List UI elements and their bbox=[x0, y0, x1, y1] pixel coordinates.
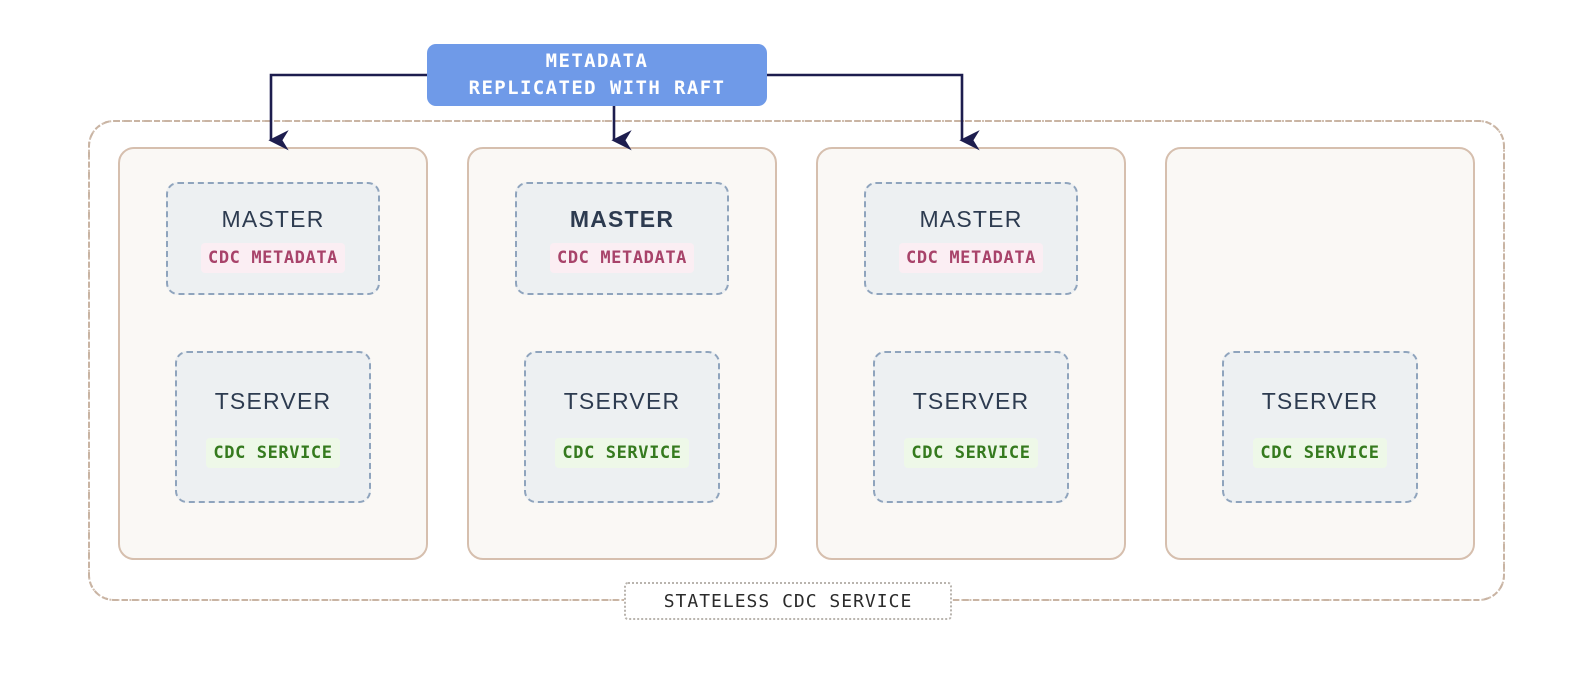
cluster-caption-text: STATELESS CDC SERVICE bbox=[663, 590, 913, 612]
node-card-2[interactable]: MASTER CDC METADATA TSERVER CDC SERVICE bbox=[467, 147, 777, 560]
cluster-caption: STATELESS CDC SERVICE bbox=[624, 582, 952, 620]
tserver-box-2[interactable]: TSERVER CDC SERVICE bbox=[524, 351, 720, 503]
node-card-4[interactable]: TSERVER CDC SERVICE bbox=[1165, 147, 1475, 560]
metadata-raft-banner: METADATA REPLICATED WITH RAFT bbox=[427, 44, 767, 106]
node-card-1[interactable]: MASTER CDC METADATA TSERVER CDC SERVICE bbox=[118, 147, 428, 560]
cdc-service-badge-1: CDC SERVICE bbox=[206, 438, 340, 468]
cdc-service-badge-4: CDC SERVICE bbox=[1253, 438, 1387, 468]
tserver-label-1: TSERVER bbox=[214, 388, 332, 414]
tserver-box-3[interactable]: TSERVER CDC SERVICE bbox=[873, 351, 1069, 503]
master-label-3: MASTER bbox=[919, 206, 1023, 232]
tserver-label-2: TSERVER bbox=[563, 388, 681, 414]
metadata-banner-line-2: REPLICATED WITH RAFT bbox=[468, 77, 726, 99]
tserver-box-1[interactable]: TSERVER CDC SERVICE bbox=[175, 351, 371, 503]
cdc-metadata-badge-1: CDC METADATA bbox=[200, 243, 346, 273]
cdc-metadata-badge-2: CDC METADATA bbox=[549, 243, 695, 273]
master-box-3[interactable]: MASTER CDC METADATA bbox=[864, 182, 1078, 295]
cdc-service-badge-2: CDC SERVICE bbox=[555, 438, 689, 468]
cdc-service-badge-3: CDC SERVICE bbox=[904, 438, 1038, 468]
tserver-label-4: TSERVER bbox=[1261, 388, 1379, 414]
master-label-1: MASTER bbox=[221, 206, 325, 232]
metadata-banner-line-1: METADATA bbox=[545, 50, 649, 72]
master-label-2: MASTER bbox=[569, 206, 675, 232]
tserver-label-3: TSERVER bbox=[912, 388, 1030, 414]
cdc-metadata-badge-3: CDC METADATA bbox=[898, 243, 1044, 273]
master-box-2[interactable]: MASTER CDC METADATA bbox=[515, 182, 729, 295]
node-card-3[interactable]: MASTER CDC METADATA TSERVER CDC SERVICE bbox=[816, 147, 1126, 560]
node-row: MASTER CDC METADATA TSERVER CDC SERVICE … bbox=[118, 147, 1475, 560]
tserver-box-4[interactable]: TSERVER CDC SERVICE bbox=[1222, 351, 1418, 503]
master-box-1[interactable]: MASTER CDC METADATA bbox=[166, 182, 380, 295]
